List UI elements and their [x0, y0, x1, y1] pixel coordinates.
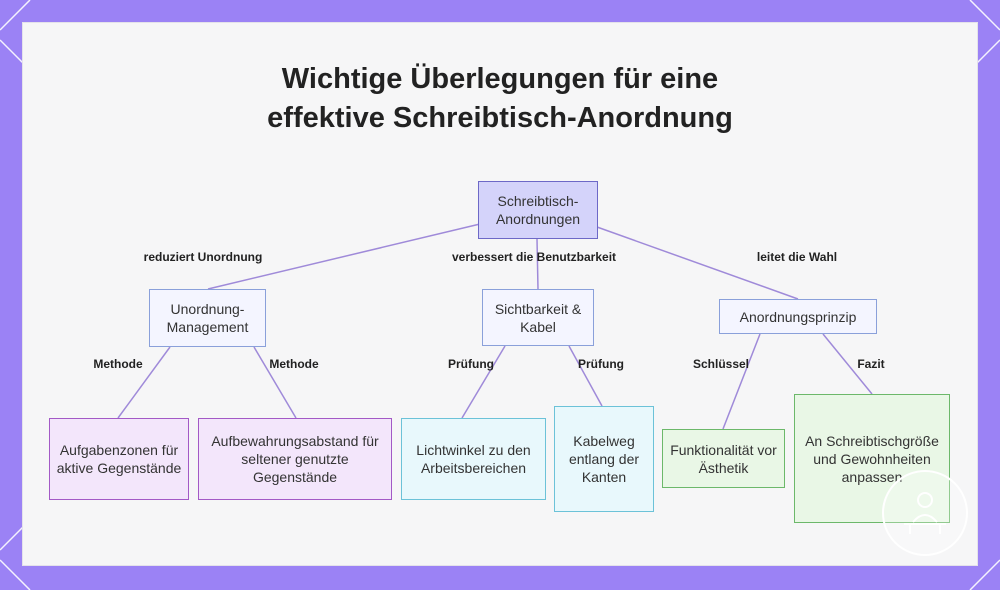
node-visibility-cables: Sichtbarkeit & Kabel: [482, 289, 594, 346]
edge-label-improves: verbessert die Benutzbarkeit: [452, 250, 616, 264]
node-storage-distance: Aufbewahrungsabstand für seltener genutz…: [198, 418, 392, 500]
edge-label-guides: leitet die Wahl: [757, 250, 837, 264]
node-function-over-form: Funktionalität vor Ästhetik: [662, 429, 785, 488]
node-arrangement-principle: Anordnungsprinzip: [719, 299, 877, 334]
edge-label-key: Schlüssel: [693, 357, 749, 371]
edge-label-method-2: Methode: [269, 357, 318, 371]
node-light-angles: Lichtwinkel zu den Arbeitsbereichen: [401, 418, 546, 500]
node-cable-route: Kabelweg entlang der Kanten: [554, 406, 654, 512]
edge-principle-function: [723, 334, 760, 429]
person-at-desk-icon: [882, 470, 968, 556]
edge-label-conclusion: Fazit: [857, 357, 884, 371]
edge-visibility-cables: [569, 346, 602, 406]
edge-root-visibility: [537, 239, 538, 289]
node-clutter-management: Unordnung-Management: [149, 289, 266, 347]
edge-label-reduces: reduziert Unordnung: [144, 250, 263, 264]
node-task-zones: Aufgabenzonen für aktive Gegenstände: [49, 418, 189, 500]
edge-label-check-2: Prüfung: [578, 357, 624, 371]
node-root: Schreibtisch-Anordnungen: [478, 181, 598, 239]
edge-label-check-1: Prüfung: [448, 357, 494, 371]
edge-label-method-1: Methode: [93, 357, 142, 371]
